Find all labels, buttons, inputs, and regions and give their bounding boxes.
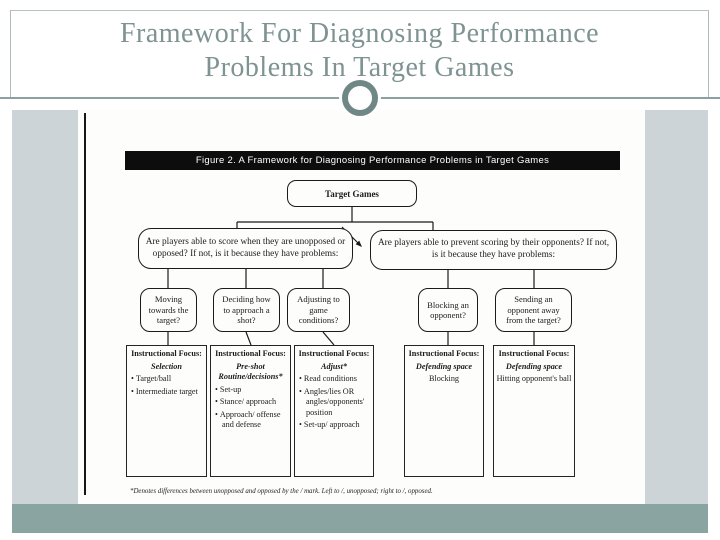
focus-subhead: Selection xyxy=(151,361,182,371)
slide-title-line-1: Framework For Diagnosing Performance xyxy=(119,18,600,49)
node-problem-blocking: Blocking an opponent? xyxy=(418,288,478,332)
arrowhead-icon xyxy=(355,240,362,247)
focus-bullet: Angles/lies OR angles/opponents' positio… xyxy=(304,387,370,419)
focus-column-selection: Instructional Focus: Selection Target/ba… xyxy=(126,345,207,477)
focus-bullet: Set-up xyxy=(220,385,287,396)
focus-column-adjust: Instructional Focus: Adjust* Read condit… xyxy=(294,345,374,477)
bottom-accent-bar xyxy=(12,504,708,533)
focus-column-defending-blocking: Instructional Focus: Defending space Blo… xyxy=(404,345,484,477)
node-problem-adjusting: Adjusting to game conditions? xyxy=(287,288,350,332)
focus-header: Instructional Focus: xyxy=(408,349,480,358)
figure-footnote: *Denotes differences between unopposed a… xyxy=(130,488,433,495)
focus-subhead: Defending space xyxy=(505,361,563,371)
focus-header: Instructional Focus: xyxy=(298,349,370,358)
scan-edge-line xyxy=(84,113,86,495)
node-problem-approach-shot: Deciding how to approach a shot? xyxy=(213,288,280,332)
focus-bullet: Target/ball xyxy=(136,374,203,385)
node-question-offense: Are players able to score when they are … xyxy=(138,228,353,269)
focus-bullet: Read conditions xyxy=(304,374,370,385)
focus-column-preshot-routine: Instructional Focus: Pre-shot Routine/de… xyxy=(210,345,291,477)
focus-bullet: Intermediate target xyxy=(136,387,203,398)
focus-bullet: Set-up/ approach xyxy=(304,420,370,431)
focus-subhead: Adjust* xyxy=(321,361,347,371)
focus-header: Instructional Focus: xyxy=(498,349,570,358)
node-question-defense: Are players able to prevent scoring by t… xyxy=(370,230,617,270)
figure-caption-bar: Figure 2. A Framework for Diagnosing Per… xyxy=(125,151,620,170)
focus-header: Instructional Focus: xyxy=(215,349,286,358)
focus-column-defending-hitting: Instructional Focus: Defending space Hit… xyxy=(493,345,575,477)
focus-body: Blocking xyxy=(428,374,460,383)
focus-bullet: Stance/ approach xyxy=(220,397,287,408)
slide-title-line-2: Problems In Target Games xyxy=(204,52,515,83)
focus-bullet: Approach/ offense and defense xyxy=(220,410,287,431)
figure-page: Figure 2. A Framework for Diagnosing Per… xyxy=(78,110,645,504)
focus-subhead: Defending space xyxy=(415,361,473,371)
focus-header: Instructional Focus: xyxy=(131,349,202,358)
focus-subhead: Pre-shot Routine/decisions* xyxy=(218,361,283,382)
focus-bullet-list: Read conditions Angles/lies OR angles/op… xyxy=(297,374,371,431)
circle-ornament-icon xyxy=(342,80,378,116)
node-problem-sending-away: Sending an opponent away from the target… xyxy=(495,288,572,332)
node-problem-moving: Moving towards the target? xyxy=(140,288,197,332)
focus-body: Hitting opponent's ball xyxy=(496,374,572,383)
node-target-games: Target Games xyxy=(287,180,417,207)
focus-bullet-list: Set-up Stance/ approach Approach/ offens… xyxy=(213,385,288,431)
focus-bullet-list: Target/ball Intermediate target xyxy=(129,374,204,397)
